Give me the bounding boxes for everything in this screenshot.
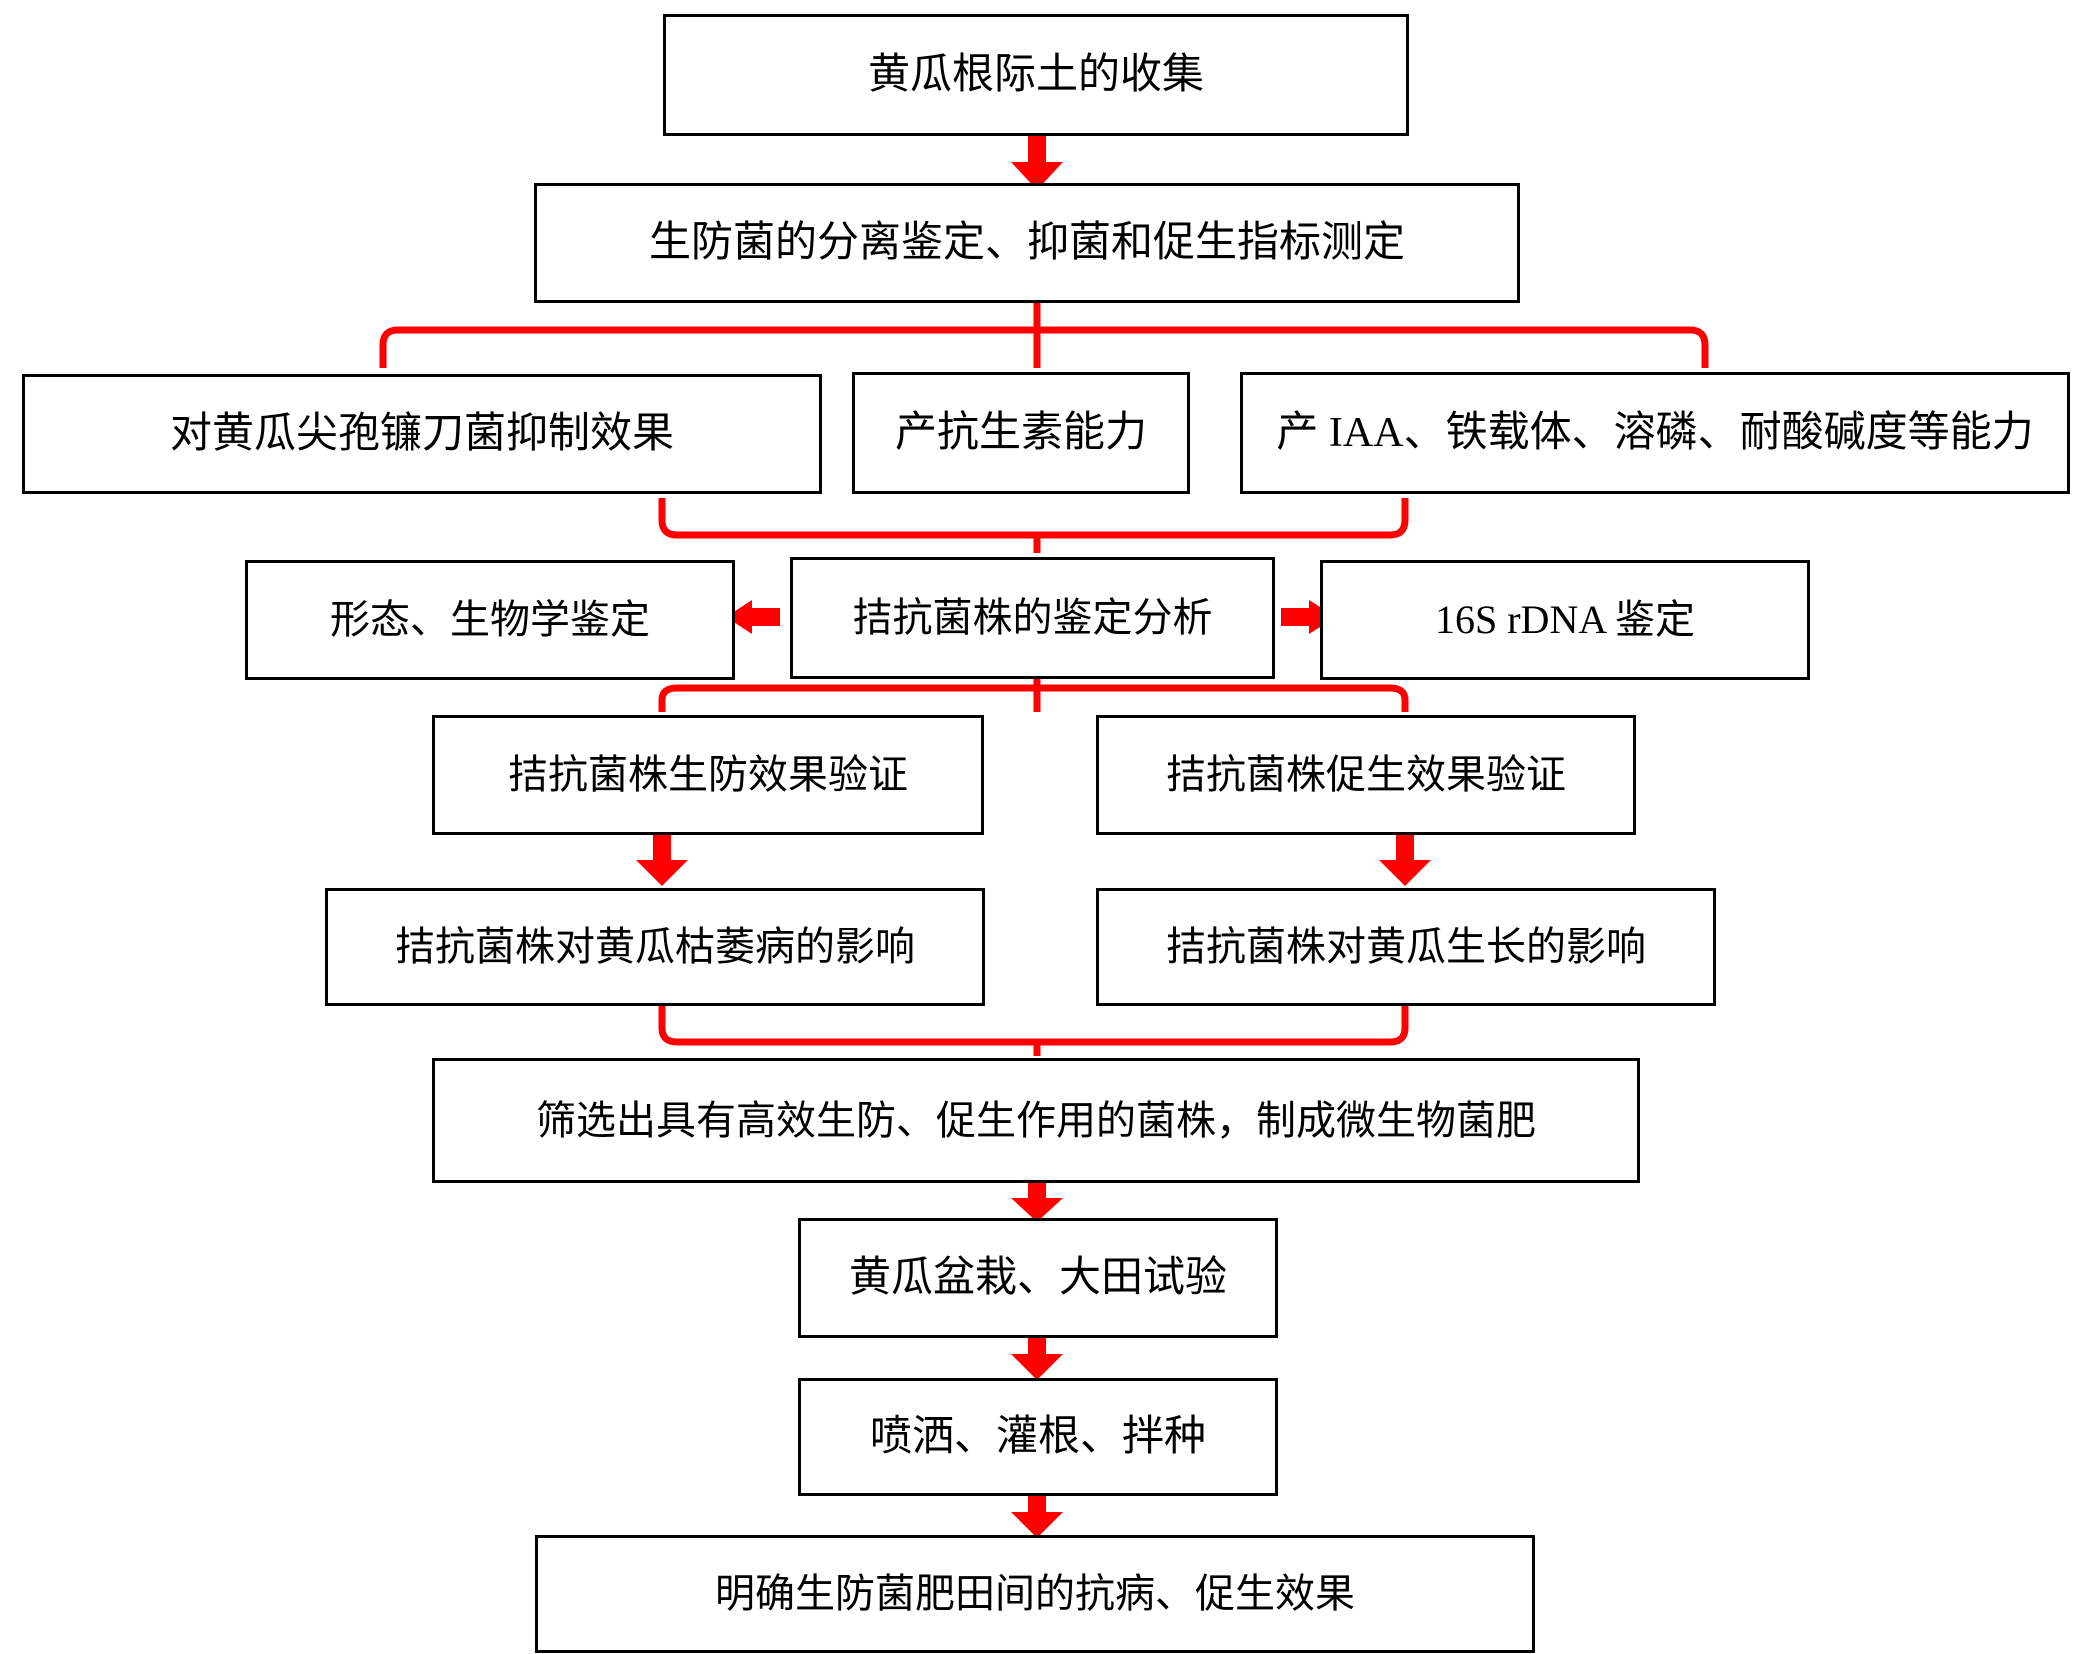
node-label: 喷洒、灌根、拌种 [869, 1413, 1206, 1460]
connector-n7-fanout [658, 679, 1409, 712]
node-label: 明确生防菌肥田间的抗病、促生效果 [715, 1571, 1355, 1616]
connector-n15-n16 [1011, 1496, 1063, 1538]
node-label: 产 IAA、铁载体、溶磷、耐酸碱度等能力 [1276, 409, 2034, 456]
node-iaa-siderophore-capacity[interactable]: 产 IAA、铁载体、溶磷、耐酸碱度等能力 [1240, 372, 2070, 494]
connector-n10-n12 [1379, 835, 1431, 886]
node-label: 生防菌的分离鉴定、抑菌和促生指标测定 [648, 219, 1405, 266]
node-label: 拮抗菌株促生效果验证 [1166, 752, 1566, 797]
node-label: 筛选出具有高效生防、促生作用的菌株，制成微生物菌肥 [536, 1097, 1536, 1143]
connector-n2-fanout [379, 303, 1709, 368]
node-screen-and-make-biofertilizer[interactable]: 筛选出具有高效生防、促生作用的菌株，制成微生物菌肥 [432, 1058, 1640, 1183]
node-label: 黄瓜根际土的收集 [867, 51, 1204, 98]
node-16s-rdna-identification[interactable]: 16S rDNA 鉴定 [1320, 560, 1810, 680]
node-isolation-identification[interactable]: 生防菌的分离鉴定、抑菌和促生指标测定 [534, 183, 1520, 303]
connector-n13-n14 [1011, 1183, 1063, 1222]
node-antibiotic-capacity[interactable]: 产抗生素能力 [852, 372, 1190, 494]
node-label: 黄瓜盆栽、大田试验 [848, 1254, 1227, 1301]
node-label: 拮抗菌株对黄瓜枯萎病的影响 [395, 924, 915, 969]
node-fusarium-inhibition[interactable]: 对黄瓜尖孢镰刀菌抑制效果 [22, 374, 822, 494]
node-label: 产抗生素能力 [894, 409, 1147, 456]
node-label: 拮抗菌株生防效果验证 [508, 752, 908, 797]
node-label: 对黄瓜尖孢镰刀菌抑制效果 [169, 410, 674, 457]
connector-fanin-n13 [658, 1006, 1409, 1056]
connector-n14-n15 [1011, 1338, 1063, 1380]
node-label: 形态、生物学鉴定 [330, 597, 650, 642]
node-effect-on-wilt-disease[interactable]: 拮抗菌株对黄瓜枯萎病的影响 [325, 888, 985, 1006]
node-growth-promotion-verification[interactable]: 拮抗菌株促生效果验证 [1096, 715, 1636, 835]
node-label: 拮抗菌株对黄瓜生长的影响 [1166, 924, 1646, 969]
node-collection[interactable]: 黄瓜根际土的收集 [663, 14, 1409, 136]
node-label: 16S rDNA 鉴定 [1434, 597, 1696, 642]
node-pot-and-field-trial[interactable]: 黄瓜盆栽、大田试验 [798, 1218, 1278, 1338]
node-strain-identification-analysis[interactable]: 拮抗菌株的鉴定分析 [790, 557, 1275, 679]
node-morphological-identification[interactable]: 形态、生物学鉴定 [245, 560, 735, 680]
connector-n9-n11 [636, 835, 688, 886]
node-biocontrol-verification[interactable]: 拮抗菌株生防效果验证 [432, 715, 984, 835]
connector-fanin-n7 [658, 498, 1409, 553]
node-label: 拮抗菌株的鉴定分析 [852, 595, 1213, 640]
node-field-efficacy-conclusion[interactable]: 明确生防菌肥田间的抗病、促生效果 [535, 1535, 1535, 1653]
node-effect-on-cucumber-growth[interactable]: 拮抗菌株对黄瓜生长的影响 [1096, 888, 1716, 1006]
connector-n1-n2 [1011, 136, 1063, 190]
node-application-methods[interactable]: 喷洒、灌根、拌种 [798, 1378, 1278, 1496]
